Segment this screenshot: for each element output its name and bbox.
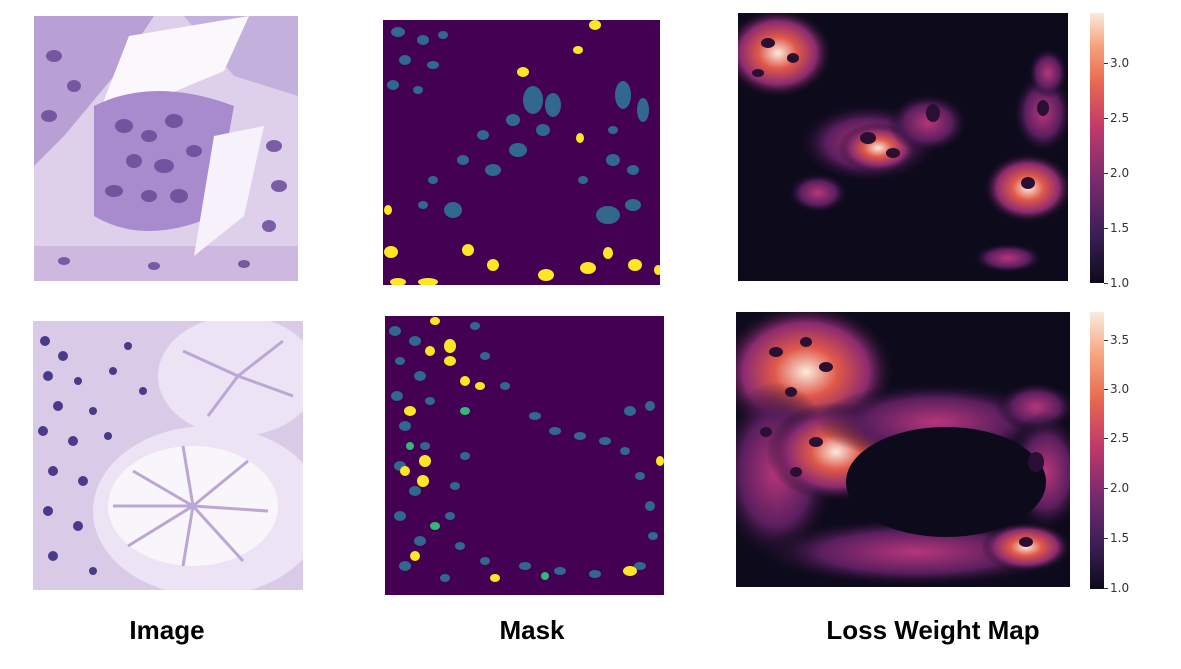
colorbar-row-1-tick: 2.0: [1104, 167, 1129, 179]
colorbar-row-2-tick: 3.5: [1104, 334, 1129, 346]
colorbar-row-2-tick: 2.5: [1104, 432, 1129, 444]
colorbar-row-1-tick: 1.0: [1104, 277, 1129, 289]
loss-weight-map-row-2: [736, 312, 1070, 587]
he-image-row-2: [33, 321, 303, 590]
colorbar-row-2-tick: 1.5: [1104, 532, 1129, 544]
he-image-row-1: [34, 16, 298, 281]
colorbar-row-2-gradient: [1090, 312, 1104, 589]
colorbar-row-1-tick: 3.0: [1104, 57, 1129, 69]
mask-row-1: [383, 20, 660, 285]
colorbar-row-2-tick: 2.0: [1104, 482, 1129, 494]
label-image: Image: [129, 615, 205, 645]
label-mask: Mask: [499, 615, 565, 645]
label-loss-weight-map: Loss Weight Map: [826, 615, 1040, 645]
mask-row-2: [385, 316, 664, 595]
colorbar-row-1-gradient: [1090, 13, 1104, 283]
colorbar-row-2-tick: 1.0: [1104, 582, 1129, 594]
loss-weight-map-row-1: [738, 13, 1068, 281]
colorbar-row-1-tick: 1.5: [1104, 222, 1129, 234]
colorbar-row-2-tick: 3.0: [1104, 383, 1129, 395]
colorbar-row-1-tick: 2.5: [1104, 112, 1129, 124]
